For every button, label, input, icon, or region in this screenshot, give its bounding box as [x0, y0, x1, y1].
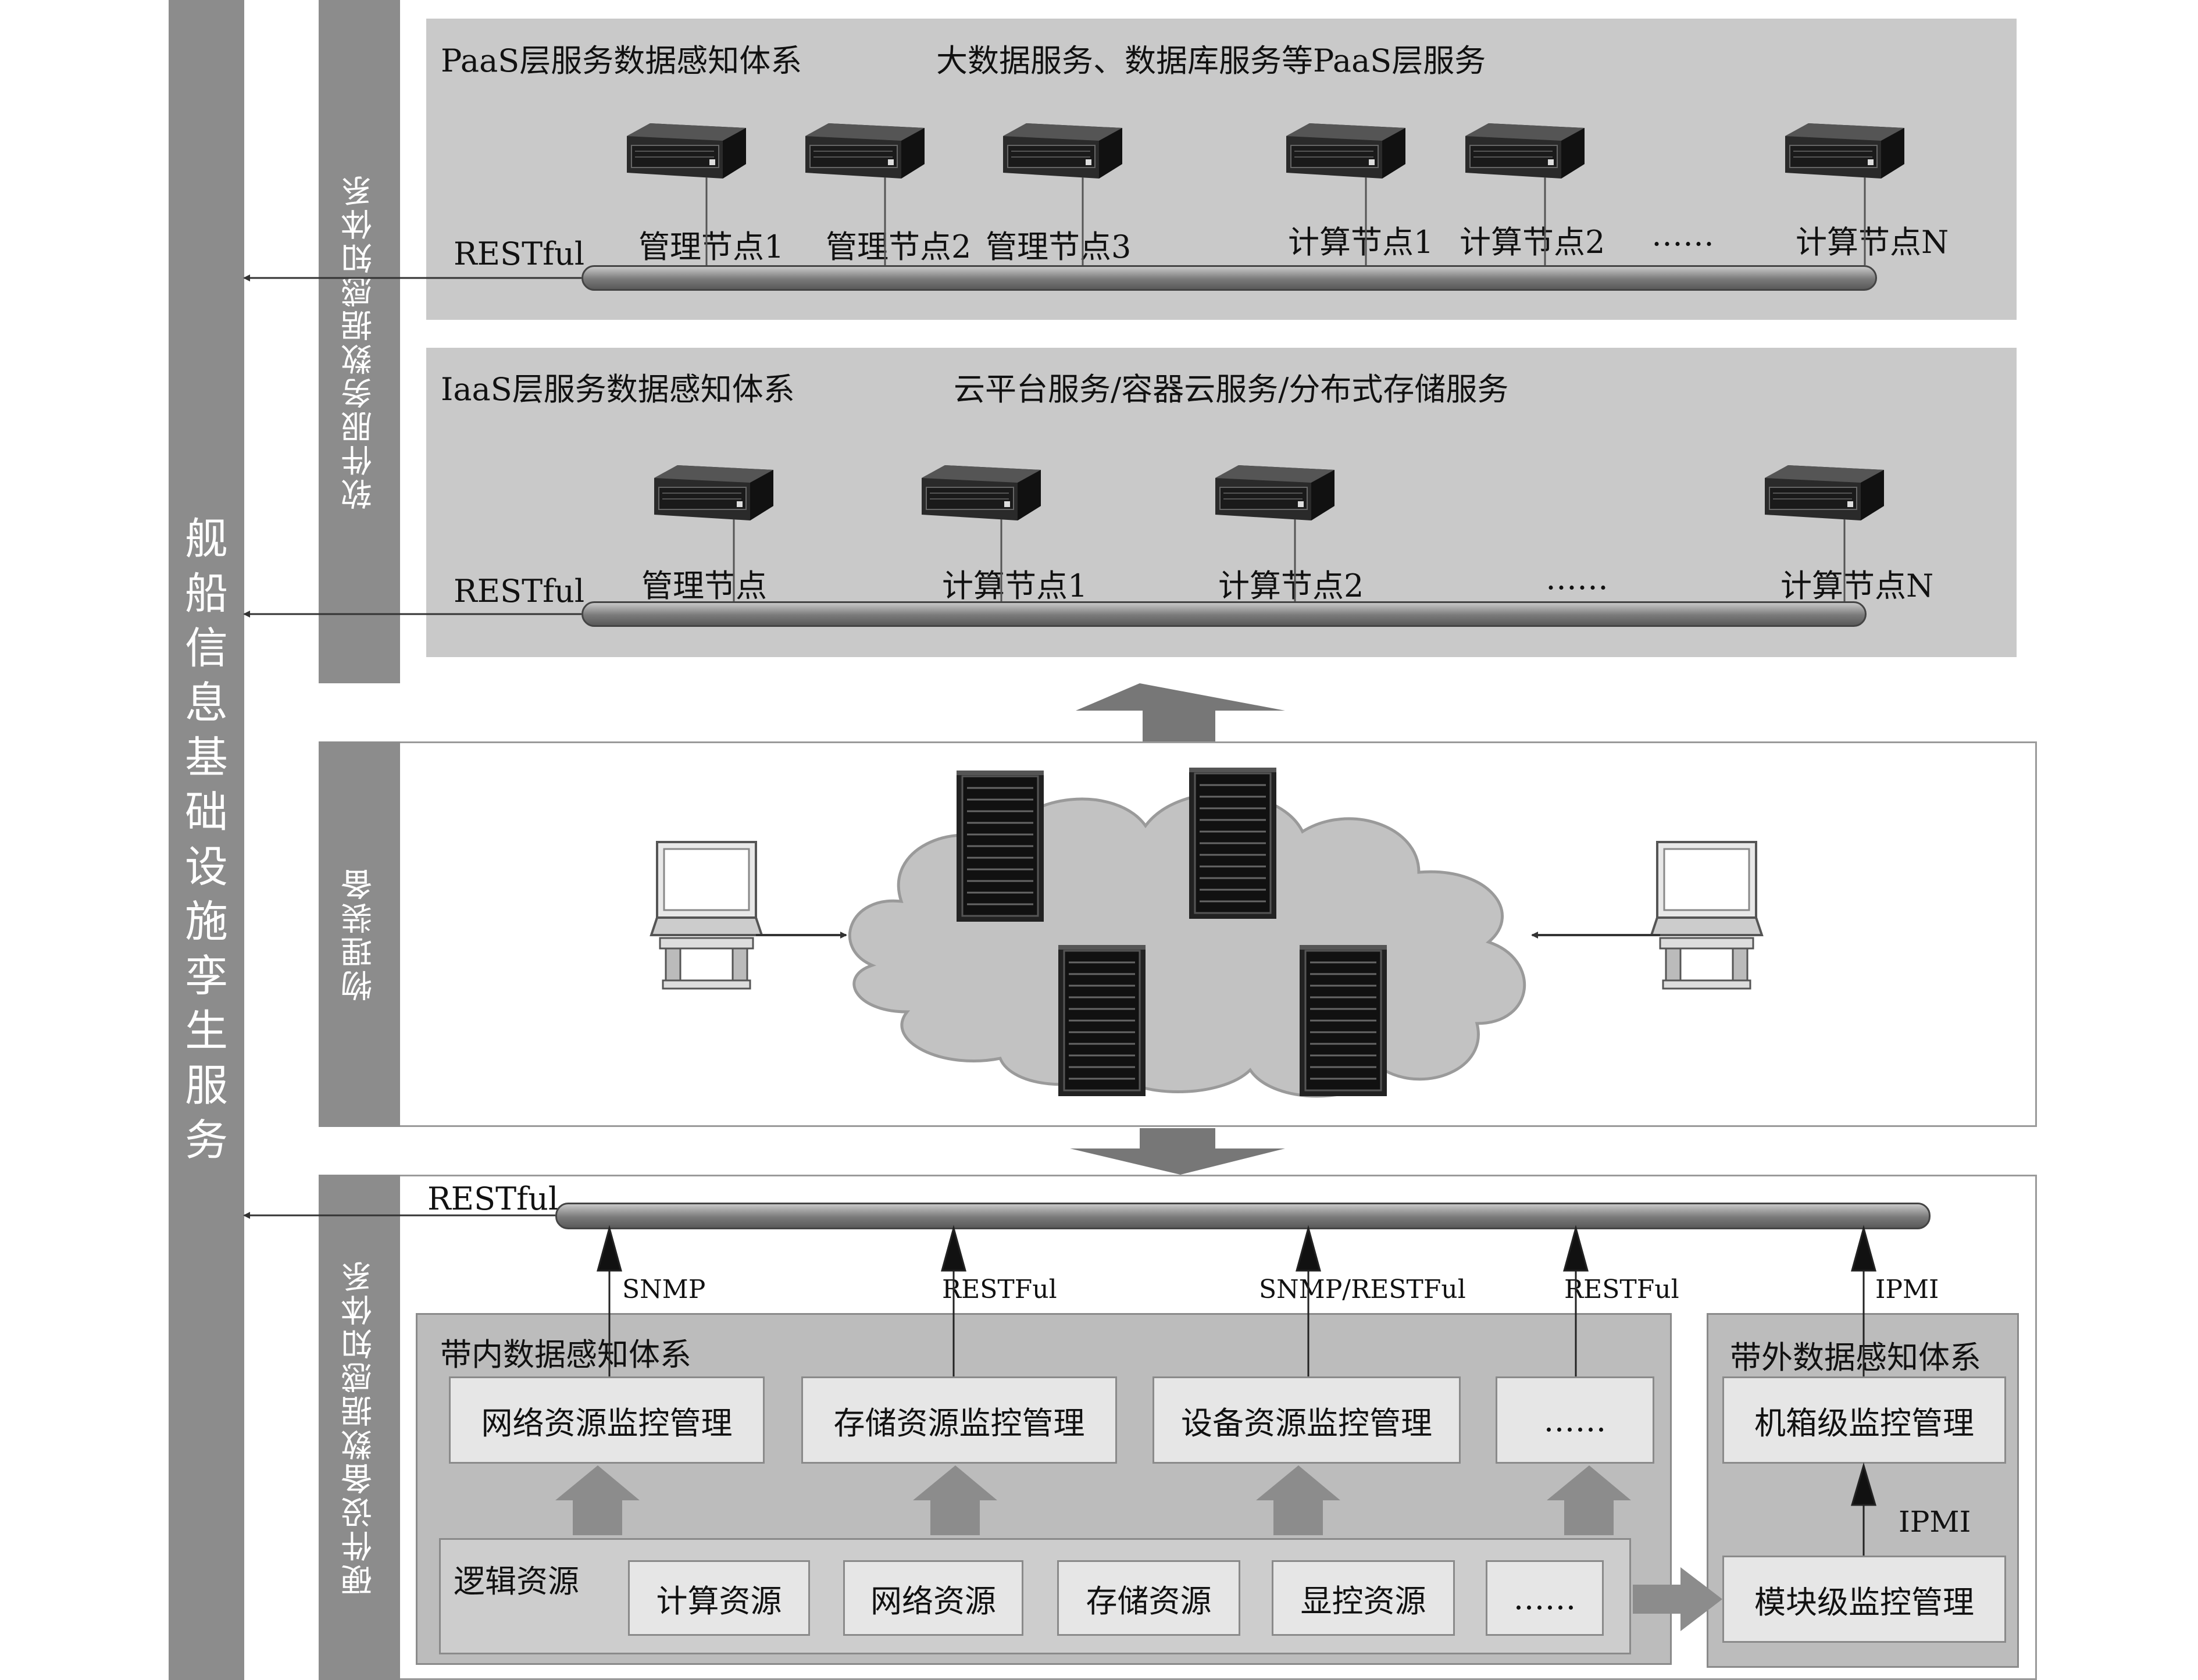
down-arrow-icon — [1070, 1128, 1285, 1175]
paas-subtitle: 大数据服务、数据库服务等PaaS层服务 — [936, 42, 1486, 79]
storage-resource-box: 存储资源 — [1057, 1560, 1240, 1636]
inband-title: 带内数据感知体系 — [440, 1336, 691, 1373]
hardware-restful-label: RESTful — [427, 1180, 559, 1217]
iaas-node-label: 计算节点1 — [942, 568, 1088, 604]
software-service-bar — [319, 0, 400, 683]
logical-title: 逻辑资源 — [454, 1563, 579, 1600]
paas-node-label: …… — [1651, 216, 1714, 253]
physical-bar — [319, 741, 400, 1127]
paas-node-label: 计算节点1 — [1288, 224, 1434, 261]
paas-node-label: 管理节点3 — [986, 229, 1132, 265]
twin-service-bar — [169, 0, 244, 1680]
protocol-label: RESTFul — [1564, 1275, 1679, 1304]
module-monitor-box: 模块级监控管理 — [1722, 1556, 2006, 1643]
protocol-label: RESTFul — [942, 1275, 1057, 1304]
paas-node-label: 管理节点1 — [638, 229, 784, 265]
hardware-bus — [555, 1203, 1931, 1229]
iaas-node-label: 计算节点N — [1780, 568, 1934, 604]
up-arrow-icon — [1076, 683, 1285, 741]
storage-monitor-box: 存储资源监控管理 — [801, 1376, 1117, 1464]
iaas-server-icon — [654, 465, 1885, 601]
chassis-monitor-box: 机箱级监控管理 — [1722, 1376, 2006, 1464]
device-monitor-box: 设备资源监控管理 — [1152, 1376, 1461, 1464]
paas-node-label: 管理节点2 — [826, 229, 972, 265]
paas-restful-label: RESTful — [454, 236, 585, 272]
outband-title: 带外数据感知体系 — [1730, 1339, 1981, 1376]
iaas-subtitle: 云平台服务/容器云服务/分布式存储服务 — [954, 371, 1509, 408]
iaas-node-label: …… — [1546, 560, 1608, 597]
protocol-label: SNMP/RESTFul — [1259, 1275, 1466, 1304]
twin-service-title: 舰船信息基础设施孪生服务 — [185, 514, 228, 1165]
hardware-bar — [319, 1175, 400, 1680]
ipmi-inner-label: IPMI — [1899, 1505, 1971, 1539]
network-resource-box: 网络资源 — [843, 1560, 1023, 1636]
paas-title: PaaS层服务数据感知体系 — [441, 42, 802, 79]
paas-node-label: 计算节点N — [1796, 224, 1949, 261]
paas-server-icon — [626, 123, 1905, 265]
iaas-node-label: 计算节点2 — [1218, 568, 1364, 604]
iaas-node-label: 管理节点 — [641, 568, 767, 604]
protocol-label: SNMP — [622, 1275, 706, 1304]
cloud-icon — [848, 792, 1526, 1098]
paas-node-label: 计算节点2 — [1460, 224, 1605, 261]
network-monitor-box: 网络资源监控管理 — [449, 1376, 765, 1464]
iaas-title: IaaS层服务数据感知体系 — [441, 371, 795, 408]
display-resource-box: 显控资源 — [1272, 1560, 1455, 1636]
protocol-label: IPMI — [1875, 1275, 1939, 1304]
more-resource-box: …… — [1486, 1560, 1604, 1636]
more-monitor-box: …… — [1496, 1376, 1654, 1464]
iaas-bus — [581, 601, 1867, 627]
paas-bus — [581, 265, 1877, 291]
compute-resource-box: 计算资源 — [628, 1560, 810, 1636]
iaas-restful-label: RESTful — [454, 573, 585, 609]
